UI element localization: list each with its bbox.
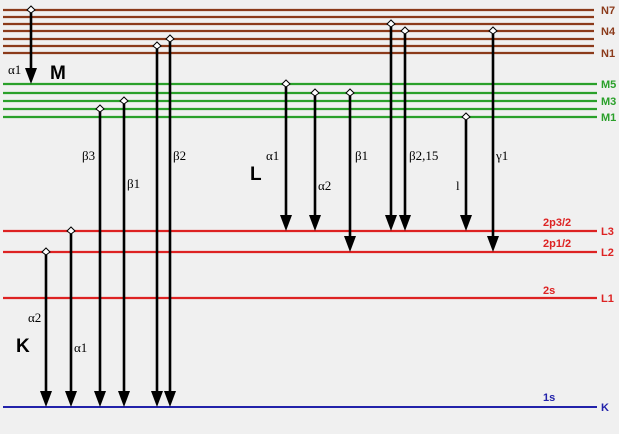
origin-diamond-icon [41, 247, 51, 256]
arrowhead-icon [487, 236, 499, 252]
transition-label: β1 [127, 176, 140, 191]
origin-diamond-icon [66, 226, 76, 235]
origin-diamond-icon [386, 19, 396, 28]
level-label-n7: N7 [601, 5, 615, 17]
series-label-m: M [50, 63, 66, 84]
origin-diamond-icon [461, 112, 471, 121]
arrowhead-icon [460, 215, 472, 231]
arrowhead-icon [309, 215, 321, 231]
transition-label: β1 [355, 148, 368, 163]
level-label-m1: M1 [601, 112, 616, 124]
origin-diamond-icon [165, 34, 175, 43]
transition-label: γ1 [495, 148, 508, 163]
arrowhead-icon [151, 391, 163, 407]
origin-diamond-icon [26, 5, 36, 14]
arrowhead-icon [65, 391, 77, 407]
arrowhead-icon [164, 391, 176, 407]
transition-label: α2 [318, 178, 331, 193]
arrowhead-icon [94, 391, 106, 407]
transition-label: α1 [74, 340, 87, 355]
transition-label: β2 [173, 148, 186, 163]
level-label-l3: L3 [601, 226, 614, 238]
origin-diamond-icon [310, 88, 320, 97]
level-label-m5: M5 [601, 79, 616, 91]
transition-label: β2,15 [409, 148, 438, 163]
origin-diamond-icon [345, 88, 355, 97]
arrowhead-icon [40, 391, 52, 407]
series-label-k: K [16, 336, 30, 357]
origin-diamond-icon [400, 26, 410, 35]
origin-diamond-icon [488, 26, 498, 35]
transition-label: l [456, 178, 460, 193]
origin-diamond-icon [119, 96, 129, 105]
arrowhead-icon [118, 391, 130, 407]
level-label-l2: L2 [601, 247, 614, 259]
transition-label: α1 [266, 148, 279, 163]
transition-label: β3 [82, 148, 95, 163]
level-label-k: K [601, 402, 609, 414]
arrowhead-icon [25, 68, 37, 84]
level-label-n4: N4 [601, 26, 616, 38]
orbital-label-l3: 2p3/2 [543, 217, 571, 229]
origin-diamond-icon [281, 79, 291, 88]
level-label-n1: N1 [601, 48, 615, 60]
orbital-label-l1: 2s [543, 285, 555, 297]
level-label-l1: L1 [601, 293, 614, 305]
arrowhead-icon [280, 215, 292, 231]
transition-label: α2 [28, 310, 41, 325]
origin-diamond-icon [95, 104, 105, 113]
orbital-label-l2: 2p1/2 [543, 238, 571, 250]
origin-diamond-icon [152, 41, 162, 50]
orbital-label-k: 1s [543, 392, 555, 404]
arrowhead-icon [385, 215, 397, 231]
transition-label: α1 [8, 62, 21, 77]
level-label-m3: M3 [601, 96, 616, 108]
arrowhead-icon [344, 236, 356, 252]
arrowhead-icon [399, 215, 411, 231]
series-label-l: L [250, 164, 262, 185]
